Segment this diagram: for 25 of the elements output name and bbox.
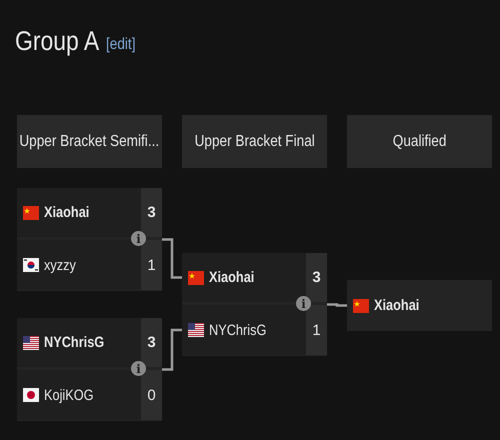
score: 3	[141, 318, 162, 367]
section-heading: Group A	[15, 26, 100, 57]
match-card	[182, 253, 327, 356]
edit-link: [edit]	[106, 36, 136, 54]
score: 1	[141, 240, 162, 290]
match-card	[17, 188, 162, 291]
player-name: KojiKOG	[44, 386, 94, 404]
player-name: Xiaohai	[209, 269, 254, 286]
player-row	[347, 280, 492, 331]
bracket-connector	[162, 328, 182, 371]
score: 0	[141, 370, 162, 420]
player-name: Xiaohai	[374, 297, 420, 314]
score: 3	[306, 253, 327, 302]
bracket-connector	[162, 238, 182, 279]
score: 3	[141, 188, 162, 237]
match-card	[17, 318, 162, 421]
bracket-connector	[327, 303, 347, 307]
score: 1	[306, 305, 327, 355]
player-name: NYChrisG	[209, 322, 266, 338]
round-header: Upper Bracket Final	[182, 115, 327, 168]
round-header: Upper Bracket Semifi...	[17, 115, 162, 168]
round-header: Qualified	[347, 115, 492, 168]
player-name: NYChrisG	[44, 334, 104, 351]
player-name: Xiaohai	[44, 204, 90, 221]
player-name: xyzzy	[44, 256, 76, 274]
